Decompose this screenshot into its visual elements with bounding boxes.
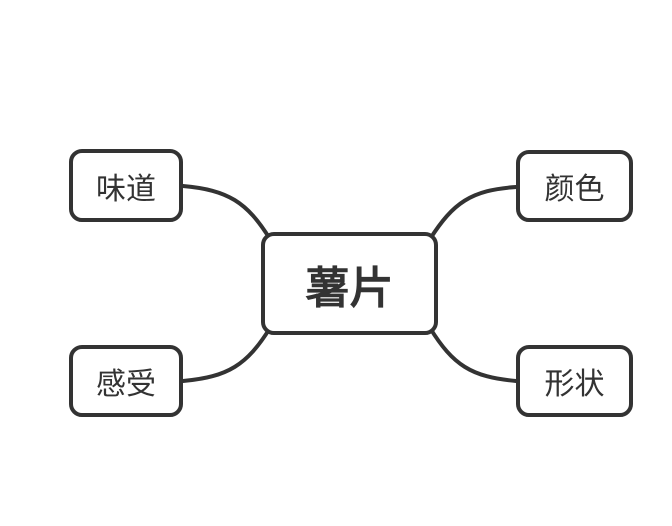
root-node-label: 薯片 (305, 263, 394, 313)
connector-root-to-feeling (181, 326, 272, 383)
connector-root-to-taste (181, 184, 272, 241)
branch-node-taste-label: 味道 (96, 172, 156, 206)
branch-node-color[interactable]: 颜色 (516, 150, 633, 222)
branch-node-shape-label: 形状 (544, 368, 605, 401)
connector-root-to-color (428, 185, 518, 241)
branch-node-color-label: 颜色 (544, 173, 605, 206)
branch-node-shape[interactable]: 形状 (516, 345, 633, 417)
root-node[interactable]: 薯片 (261, 232, 438, 335)
branch-node-taste[interactable]: 味道 (69, 149, 183, 222)
connector-root-to-shape (428, 326, 518, 383)
branch-node-feeling-label: 感受 (96, 368, 156, 401)
branch-node-feeling[interactable]: 感受 (69, 345, 183, 417)
